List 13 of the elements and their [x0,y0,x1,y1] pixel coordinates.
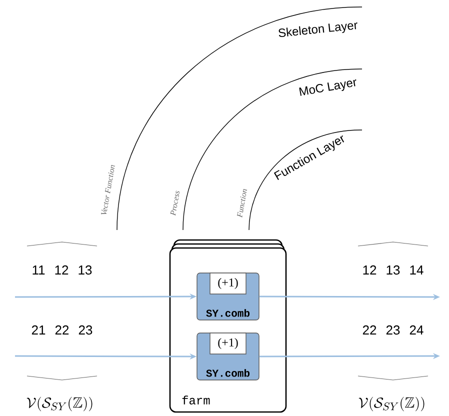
arc-label: Vector Function [101,165,115,214]
number-sequence: 21 22 23 [32,325,92,335]
arc-label: Function [237,189,247,218]
arc-label: Process [170,190,180,216]
number-sequence: 22 23 24 [362,325,424,335]
function-box: (+1) [210,272,246,294]
function-box: (+1) [210,332,246,354]
formula: $\mathcal{V}(\mathcal{S}_{SY}(\mathbb{Z}))$ [358,396,424,412]
layer-label: Skeleton Layer [278,22,358,37]
number-sequence: 11 12 13 [32,265,92,275]
layer-label: MoC Layer [299,80,356,96]
formula: $\mathcal{V}(\mathcal{S}_{SY}(\mathbb{Z}))$ [26,396,92,412]
number-sequence: 12 13 14 [363,265,424,275]
